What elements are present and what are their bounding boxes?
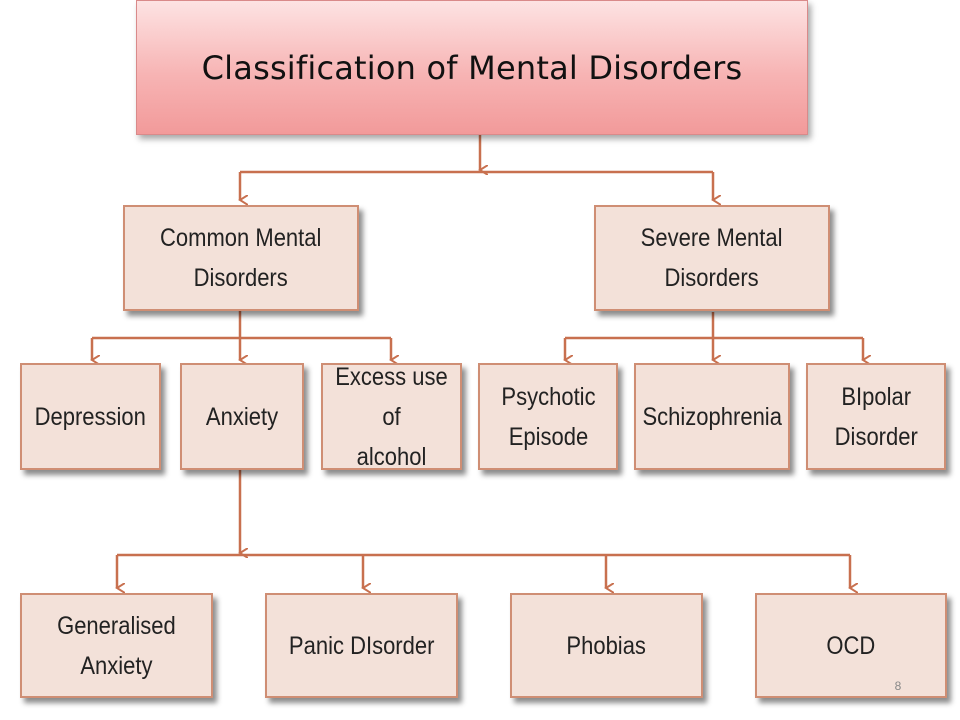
- node-excess-alcohol: Excess use of alcohol: [321, 363, 462, 471]
- node-label: Excess use of alcohol: [335, 362, 448, 471]
- node-bipolar-disorder: BIpolar Disorder: [806, 363, 946, 470]
- node-severe-mental-disorders: Severe Mental Disorders: [594, 205, 830, 311]
- node-label: Common Mental Disorders: [160, 224, 322, 292]
- node-generalised-anxiety: Generalised Anxiety: [20, 593, 213, 698]
- node-label: Severe Mental Disorders: [641, 224, 783, 292]
- node-label: Anxiety: [205, 402, 279, 431]
- node-depression: Depression: [20, 363, 161, 470]
- node-label: Schizophrenia: [642, 402, 782, 431]
- node-label: BIpolar Disorder: [834, 382, 918, 451]
- node-label: Panic DIsorder: [288, 631, 435, 660]
- node-anxiety: Anxiety: [180, 363, 304, 470]
- node-label: Psychotic Episode: [500, 382, 596, 451]
- title-box: Classification of Mental Disorders: [136, 0, 808, 135]
- node-panic-disorder: Panic DIsorder: [265, 593, 458, 698]
- node-label: Depression: [34, 402, 147, 431]
- slide-number: 8: [894, 679, 902, 693]
- node-phobias: Phobias: [510, 593, 703, 698]
- node-schizophrenia: Schizophrenia: [634, 363, 790, 470]
- node-ocd: OCD: [755, 593, 947, 698]
- diagram-title: Classification of Mental Disorders: [201, 48, 743, 87]
- node-label: OCD: [826, 631, 876, 660]
- node-label: Phobias: [566, 631, 647, 660]
- node-psychotic-episode: Psychotic Episode: [478, 363, 618, 470]
- node-label: Generalised Anxiety: [57, 611, 176, 680]
- node-common-mental-disorders: Common Mental Disorders: [123, 205, 359, 311]
